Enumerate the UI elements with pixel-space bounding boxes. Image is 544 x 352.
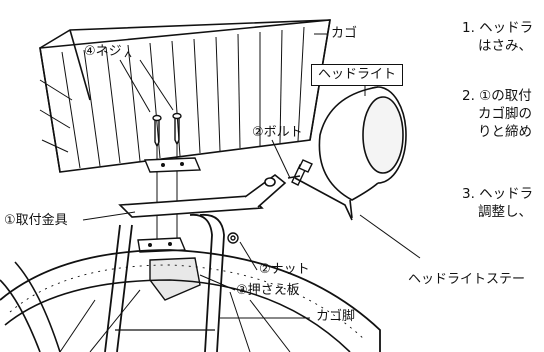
step-2-line-3: りと締め [478, 124, 532, 140]
step-2-line-2: カゴ脚の [478, 106, 532, 122]
label-nut: ②ナット [259, 262, 310, 277]
headlight-stay-shape [294, 177, 353, 221]
press-plate-shape [149, 257, 201, 301]
step-1-line-2: はさみ、 [478, 38, 532, 54]
label-mounting-bracket: ①取付金具 [4, 213, 68, 228]
step-3-line-2: 調整し、 [478, 204, 532, 220]
label-press-plate: ③押さえ板 [236, 283, 300, 298]
label-bolt: ②ボルト [252, 125, 303, 140]
step-2-line-1: 2. ①の取付 [462, 88, 532, 104]
basket-illustration [39, 19, 331, 173]
mounting-bracket [118, 173, 287, 218]
step-1-line-1: 1. ヘッドラ [462, 20, 534, 36]
top-plate [143, 157, 202, 173]
label-headlight: ヘッドライト [311, 64, 404, 86]
label-basket: カゴ [331, 26, 358, 41]
bolt [291, 159, 313, 186]
label-screw: ④ネジ [84, 44, 122, 59]
wheel [0, 249, 381, 352]
headlight-illustration [318, 86, 407, 219]
step-3-line-1: 3. ヘッドラ [462, 186, 534, 202]
label-basket-leg: カゴ脚 [316, 309, 356, 324]
leader-lines [82, 33, 421, 319]
label-headlight-stay: ヘッドライトステー [408, 272, 526, 287]
nut [227, 232, 239, 244]
